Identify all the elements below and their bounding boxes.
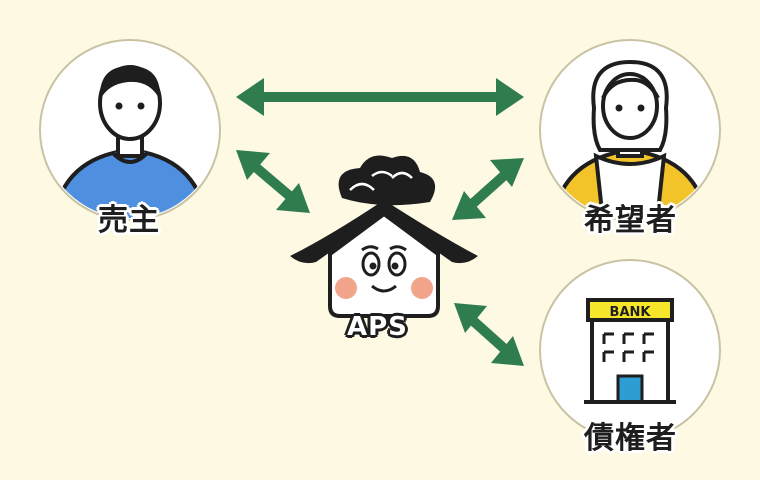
creditor-label: 債権者: [584, 421, 677, 456]
seller-label: 売主: [98, 203, 160, 238]
seller-node: [39, 39, 221, 221]
aps-mascot: [290, 155, 478, 318]
bank-windows: [602, 332, 654, 362]
aps-label: APS: [347, 312, 408, 342]
arrow-seller-aps: [236, 150, 310, 213]
bank-building-icon: BANK: [584, 298, 676, 404]
bank-sign: BANK: [610, 305, 652, 320]
buyer-label: 希望者: [584, 203, 677, 238]
arrow-seller-buyer: [236, 78, 524, 116]
buyer-node: [539, 39, 721, 221]
arrow-buyer-aps: [452, 158, 524, 220]
creditor-node: BANK: [539, 259, 721, 441]
arrow-creditor-aps: [454, 303, 524, 366]
